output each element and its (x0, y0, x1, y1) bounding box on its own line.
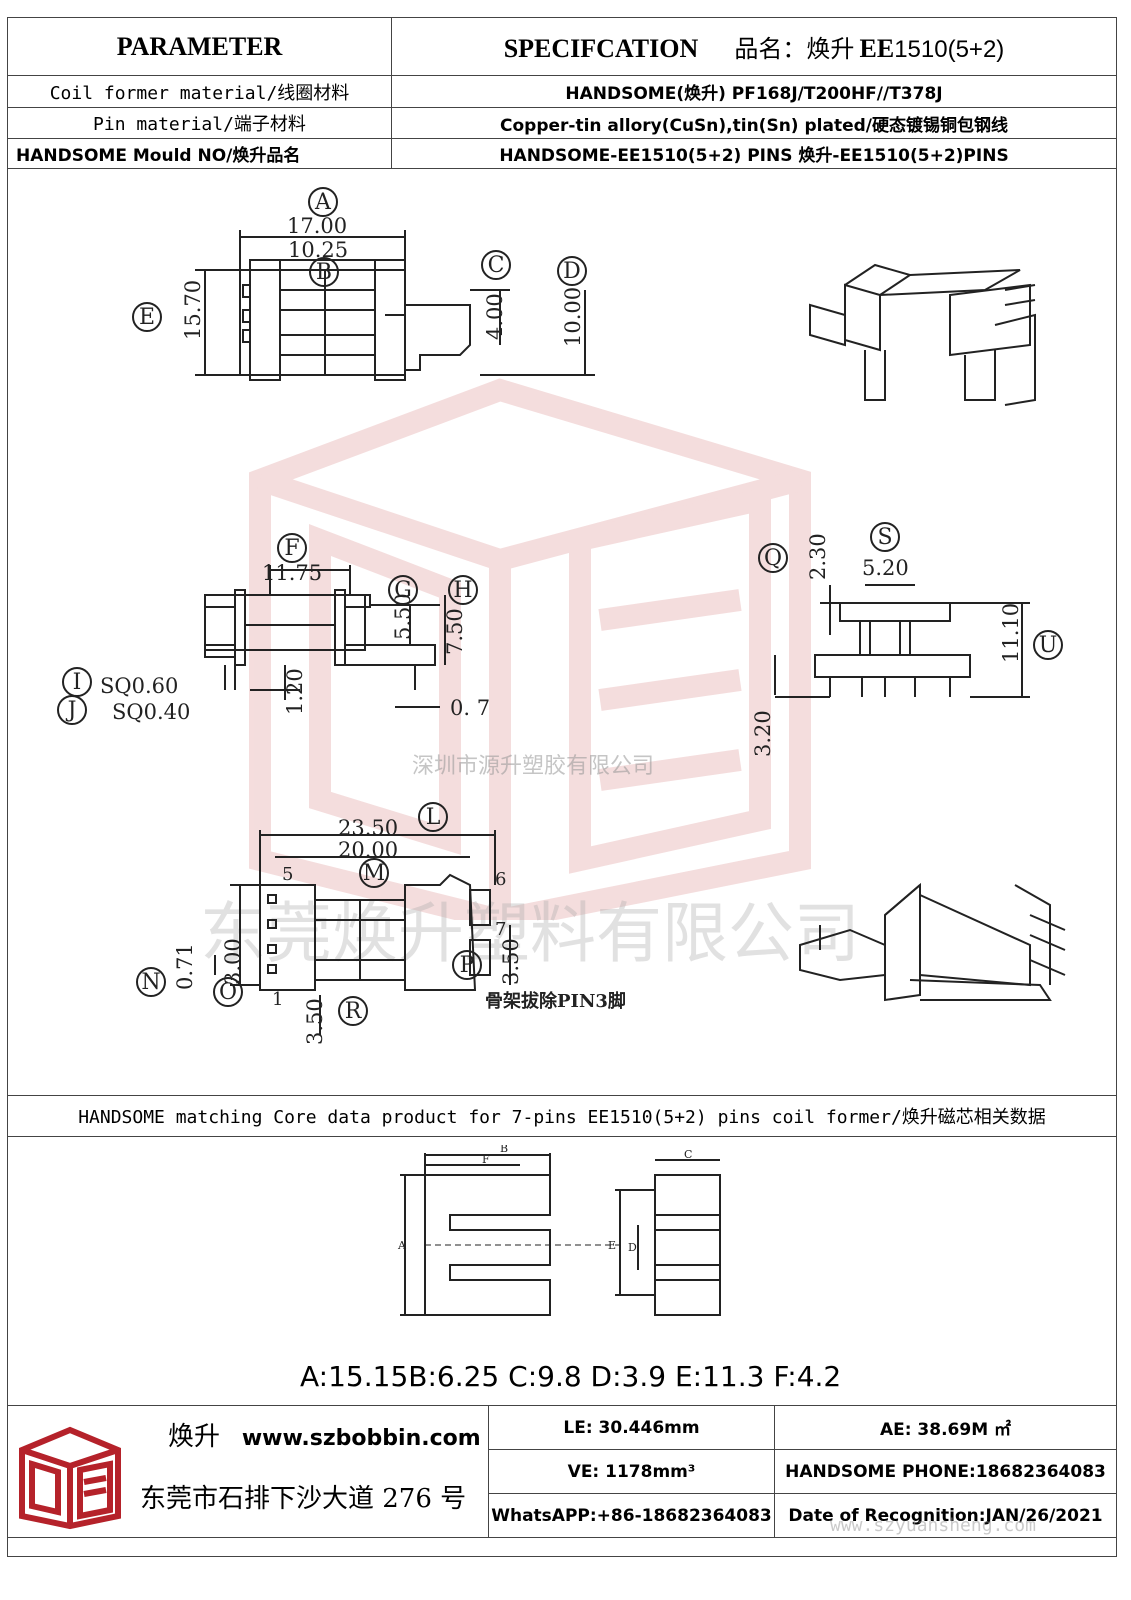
side-view (204, 565, 446, 708)
svg-text:23.50: 23.50 (338, 816, 398, 840)
svg-text:U: U (1039, 633, 1058, 658)
bottom-view (214, 830, 511, 1035)
svg-text:A: A (397, 1239, 407, 1252)
svg-text:2.30: 2.30 (806, 533, 830, 580)
svg-text:0. 7: 0. 7 (450, 696, 490, 720)
svg-text:11.75: 11.75 (262, 561, 322, 585)
spec-header-table: PARAMETER SPECIFCATION 品名：焕升 EE1510(5+2)… (7, 17, 1117, 169)
svg-text:7: 7 (495, 919, 506, 940)
svg-text:3.50: 3.50 (303, 998, 327, 1045)
svg-text:A: A (314, 190, 332, 215)
svg-text:0.71: 0.71 (173, 943, 197, 990)
url-watermark: www.szyuansheng.com (830, 1515, 1036, 1536)
core-dimensions: A:15.15B:6.25 C:9.8 D:3.9 E:11.3 F:4.2 (300, 1360, 842, 1393)
le-value: LE: 30.446mm (488, 1405, 775, 1450)
e-core-drawing: A B F C D E (397, 1145, 721, 1316)
svg-text:O: O (219, 980, 237, 1005)
svg-text:E: E (139, 305, 155, 330)
company-watermark-large: 东莞焕升塑料有限公司 (200, 895, 860, 972)
svg-text:B: B (316, 260, 332, 285)
isometric-view-1 (809, 263, 1036, 406)
svg-text:17.00: 17.00 (287, 214, 347, 238)
phone-value: HANDSOME PHONE:18682364083 (774, 1449, 1117, 1494)
param-name-mould: HANDSOME Mould NO/焕升品名 (7, 138, 392, 169)
param-value-mould: HANDSOME-EE1510(5+2) PINS 焕升-EE1510(5+2)… (391, 138, 1117, 169)
svg-text:11.10: 11.10 (999, 603, 1023, 663)
svg-text:4.00: 4.00 (483, 293, 507, 340)
company-address: 东莞市石排下沙大道 276 号 (140, 1484, 467, 1514)
bottom-view-dimension-labels: 23.50 20.00 3.00 0.71 3.50 3.50 5 6 7 1 … (173, 816, 626, 1045)
svg-text:F: F (284, 536, 299, 561)
front-view-dimension-labels: 2.30 5.20 11.10 3.20 (751, 533, 1023, 757)
svg-text:I: I (73, 670, 82, 695)
svg-text:3.50: 3.50 (499, 938, 523, 985)
circle-labels-3: S Q U (758, 522, 1063, 660)
website-link[interactable]: www.szbobbin.com (241, 1426, 481, 1451)
company-watermark-small: 深圳市源升塑胶有限公司 (412, 754, 655, 779)
footer-table: 焕升 www.szbobbin.com 东莞市石排下沙大道 276 号 LE: … (7, 1405, 1117, 1538)
brand-cell: 焕升 www.szbobbin.com 东莞市石排下沙大道 276 号 (7, 1405, 489, 1538)
svg-text:J: J (66, 698, 77, 723)
circle-labels-1: A B C D E (132, 187, 587, 332)
svg-text:7.50: 7.50 (443, 608, 467, 655)
svg-text:C: C (684, 1148, 692, 1161)
svg-text:F: F (482, 1153, 490, 1166)
ae-value: AE: 38.69M ㎡ (774, 1405, 1117, 1450)
svg-text:D: D (628, 1241, 637, 1254)
svg-text:B: B (500, 1145, 508, 1155)
date-value: Date of Recognition:JAN/26/2021 (774, 1493, 1117, 1538)
side-view-dimension-labels: 11.75 5.50 7.50 SQ0.60 SQ0.40 1.20 0. 7 (100, 561, 490, 724)
whatsapp-value: WhatsAPP:+86-18682364083 (488, 1493, 775, 1538)
brand-name: 焕升 (168, 1422, 221, 1452)
svg-text:10.00: 10.00 (561, 287, 585, 347)
svg-text:SQ0.40: SQ0.40 (112, 700, 190, 724)
param-name-pin: Pin material/端子材料 (7, 107, 392, 139)
svg-text:1.20: 1.20 (283, 668, 307, 715)
svg-text:H: H (453, 578, 472, 603)
svg-text:SQ0.60: SQ0.60 (100, 674, 178, 698)
svg-text:L: L (426, 805, 441, 830)
svg-text:Q: Q (764, 546, 782, 571)
svg-text:G: G (394, 578, 412, 603)
svg-text:20.00: 20.00 (338, 838, 398, 862)
bobbin-technical-drawing: 17.00 10.25 15.70 4.00 10.00 A B C D E (57, 187, 1066, 1045)
core-data-title: HANDSOME matching Core data product for … (7, 1095, 1117, 1137)
svg-text:R: R (345, 999, 363, 1024)
circle-labels-2: F G H I J (57, 533, 478, 725)
svg-text:M: M (363, 861, 386, 886)
svg-text:10.25: 10.25 (288, 238, 348, 262)
circle-labels-4: L M N O P R (136, 802, 482, 1026)
param-value-pin: Copper-tin allory(CuSn),tin(Sn) plated/硬… (391, 107, 1117, 139)
svg-text:C: C (488, 253, 505, 278)
svg-text:S: S (877, 525, 892, 550)
svg-text:D: D (563, 259, 581, 284)
svg-text:3.00: 3.00 (221, 938, 245, 985)
svg-text:E: E (608, 1239, 616, 1252)
top-view (195, 230, 595, 381)
svg-text:5: 5 (282, 864, 293, 885)
svg-text:骨架拔除PIN3脚: 骨架拔除PIN3脚 (485, 990, 626, 1012)
svg-text:3.20: 3.20 (751, 710, 775, 757)
page-frame (7, 17, 1117, 1557)
svg-text:5.20: 5.20 (862, 556, 909, 580)
svg-text:1: 1 (272, 989, 283, 1010)
front-view (774, 584, 1030, 698)
svg-text:15.70: 15.70 (181, 280, 205, 340)
company-logo-icon (19, 1426, 121, 1530)
svg-text:N: N (141, 970, 160, 995)
svg-text:P: P (460, 953, 475, 978)
top-view-dimension-labels: 17.00 10.25 15.70 4.00 10.00 (181, 214, 585, 347)
specification-heading: SPECIFCATION 品名：焕升 EE1510(5+2) (391, 17, 1117, 76)
svg-text:6: 6 (495, 869, 506, 890)
ve-value: VE: 1178mm³ (488, 1449, 775, 1494)
parameter-heading: PARAMETER (7, 17, 392, 76)
isometric-view-2 (799, 882, 1066, 1002)
